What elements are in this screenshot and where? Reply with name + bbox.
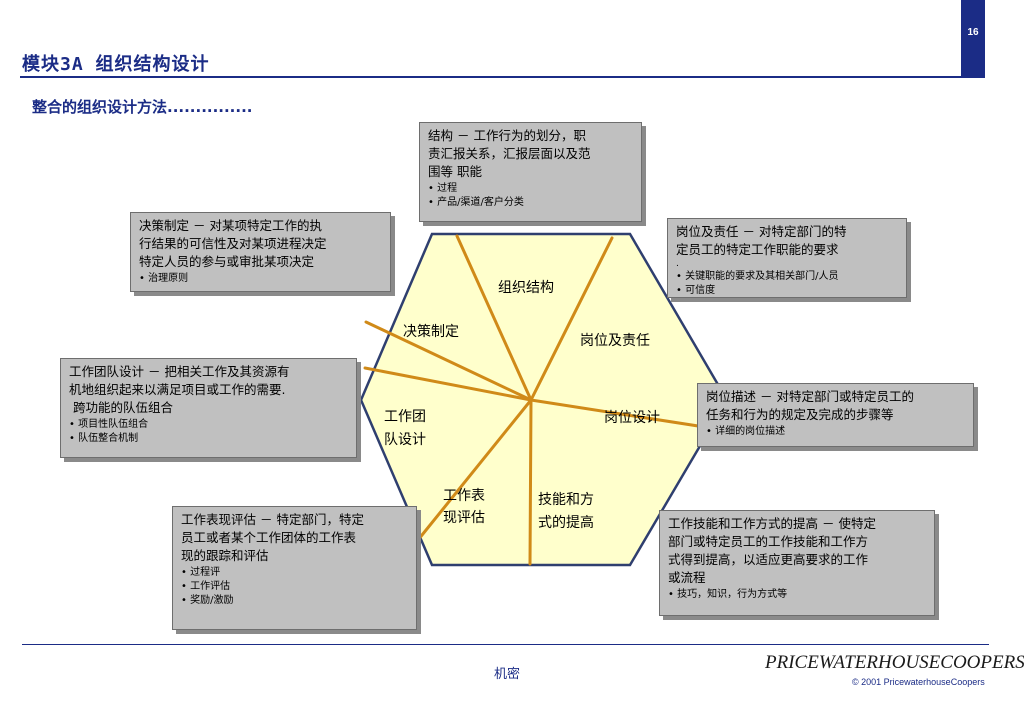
position-design-box-text: 岗位描述 － 对特定部门或特定员工的 bbox=[706, 389, 914, 404]
page-title: 模块3A 组织结构设计 bbox=[22, 54, 210, 75]
skills-box-text: 工作技能和工作方式的提高 － 使特定 bbox=[668, 516, 876, 531]
bullet-item: 过程 bbox=[428, 182, 633, 196]
bullet-item: 详细的岗位描述 bbox=[706, 425, 965, 439]
copyright: © 2001 PricewaterhouseCoopers bbox=[852, 677, 985, 687]
hexagon bbox=[359, 232, 729, 567]
segment-skills: 技能和方 bbox=[538, 492, 594, 508]
position-responsibility-box-text: 定员工的特定工作职能的要求 bbox=[676, 242, 839, 257]
bullet-item: 可信度 bbox=[676, 284, 898, 298]
segment-team-design: 工作团 bbox=[384, 409, 426, 425]
bullet-item: 技巧，知识，行为方式等 bbox=[668, 588, 926, 602]
decision-box: 决策制定 － 对某项特定工作的执 行结果的可信性及对某项进程决定 特定人员的参与… bbox=[130, 212, 391, 292]
performance-box-text: 工作表现评估 － 特定部门，特定 bbox=[181, 512, 364, 527]
structure-box: 结构 － 工作行为的划分，职 责汇报关系，汇报层面以及范 围等 职能 过程 产品… bbox=[419, 122, 642, 222]
structure-box-text: 责汇报关系，汇报层面以及范 bbox=[428, 146, 591, 161]
bullet-item: 关键职能的要求及其相关部门/人员 bbox=[676, 270, 898, 284]
performance-box: 工作表现评估 － 特定部门，特定 员工或者某个工作团体的工作表 现的跟踪和评估 … bbox=[172, 506, 417, 630]
divider-line bbox=[416, 398, 533, 542]
position-design-box-text: 任务和行为的规定及完成的步骤等 bbox=[706, 407, 894, 422]
divider-line bbox=[528, 398, 533, 566]
skills-box-bullets: 技巧，知识，行为方式等 bbox=[668, 588, 926, 602]
bullet-item: 队伍整合机制 bbox=[69, 432, 348, 446]
segment-performance: 工作表 bbox=[443, 488, 485, 504]
structure-box-text: 围等 职能 bbox=[428, 164, 482, 179]
decision-box-text: 行结果的可信性及对某项进程决定 bbox=[139, 236, 327, 251]
title-divider bbox=[20, 76, 972, 78]
team-design-box-text: 工作团队设计 － 把相关工作及其资源有 bbox=[69, 364, 290, 379]
bullet-item: 奖励/激励 bbox=[181, 594, 408, 608]
bullet-item: 产品/渠道/客户分类 bbox=[428, 196, 633, 210]
performance-box-text: 员工或者某个工作团体的工作表 bbox=[181, 530, 357, 545]
position-responsibility-box-bullets: 关键职能的要求及其相关部门/人员 可信度 bbox=[676, 270, 898, 298]
performance-box-bullets: 过程评 工作评估 奖励/激励 bbox=[181, 566, 408, 608]
team-design-box-bullets: 项目性队伍组合 队伍整合机制 bbox=[69, 418, 348, 446]
segment-skills: 式的提高 bbox=[538, 514, 594, 531]
position-design-box: 岗位描述 － 对特定部门或特定员工的 任务和行为的规定及完成的步骤等 详细的岗位… bbox=[697, 383, 974, 447]
divider-line bbox=[364, 320, 533, 402]
position-responsibility-box: 岗位及责任 － 对特定部门的特 定员工的特定工作职能的要求 . 关键职能的要求及… bbox=[667, 218, 907, 298]
pwc-logo: PRICEWATERHOUSECOOPERS bbox=[765, 652, 1024, 674]
page-subtitle: 整合的组织设计方法............... bbox=[32, 98, 253, 116]
team-design-box: 工作团队设计 － 把相关工作及其资源有 机地组织起来以满足项目或工作的需要. 跨… bbox=[60, 358, 357, 458]
bullet-item: 项目性队伍组合 bbox=[69, 418, 348, 432]
segment-decision: 决策制定 bbox=[403, 323, 459, 340]
pwc-logo-text: PRICEWATERHOUSECOOPERS bbox=[765, 652, 1024, 673]
skills-box-text: 式得到提高，以适应更高要求的工作 bbox=[668, 552, 869, 567]
divider-line bbox=[455, 234, 533, 402]
position-responsibility-box-text: 岗位及责任 － 对特定部门的特 bbox=[676, 224, 847, 239]
divider-line bbox=[529, 236, 614, 402]
decision-box-text: 决策制定 － 对某项特定工作的执 bbox=[139, 218, 322, 233]
bullet-item: 过程评 bbox=[181, 566, 408, 580]
skills-box-text: 部门或特定员工的工作技能和工作方 bbox=[668, 534, 869, 549]
segment-org-structure: 组织结构 bbox=[498, 280, 554, 296]
segment-position-responsibility: 岗位及责任 bbox=[580, 333, 650, 349]
team-design-box-text: 机地组织起来以满足项目或工作的需要. bbox=[69, 382, 286, 397]
footer-divider bbox=[22, 644, 989, 645]
decision-box-text: 特定人员的参与或审批某项决定 bbox=[139, 254, 315, 269]
decision-box-bullets: 治理原则 bbox=[139, 272, 382, 286]
performance-box-text: 现的跟踪和评估 bbox=[181, 548, 269, 563]
structure-box-bullets: 过程 产品/渠道/客户分类 bbox=[428, 182, 633, 210]
team-design-box-text: 跨功能的队伍组合 bbox=[69, 400, 173, 415]
skills-box: 工作技能和工作方式的提高 － 使特定 部门或特定员工的工作技能和工作方 式得到提… bbox=[659, 510, 935, 616]
page-number: 16 bbox=[961, 0, 985, 78]
segment-team-design: 队设计 bbox=[384, 432, 426, 448]
stray-dot: . bbox=[676, 259, 679, 269]
divider-line bbox=[529, 398, 713, 430]
position-design-box-bullets: 详细的岗位描述 bbox=[706, 425, 965, 439]
skills-box-text: 或流程 bbox=[668, 570, 706, 585]
segment-performance: 现评估 bbox=[443, 510, 485, 526]
bullet-item: 工作评估 bbox=[181, 580, 408, 594]
bullet-item: 治理原则 bbox=[139, 272, 382, 286]
segment-position-design: 岗位设计 bbox=[604, 410, 660, 426]
confidential-label: 机密 bbox=[494, 667, 521, 682]
structure-box-text: 结构 － 工作行为的划分，职 bbox=[428, 128, 586, 143]
divider-line bbox=[363, 366, 533, 402]
